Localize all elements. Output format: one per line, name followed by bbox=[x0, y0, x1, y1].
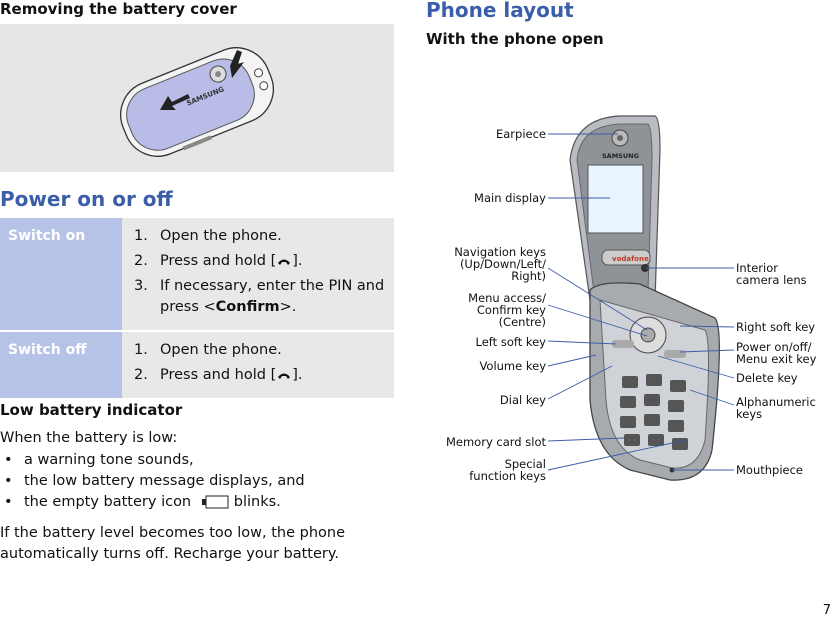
power-end-key-icon bbox=[278, 259, 291, 265]
label-alphanumeric-keys: Alphanumeric keys bbox=[736, 395, 816, 421]
page-number: 7 bbox=[822, 603, 831, 618]
switch-on-key: Switch on bbox=[0, 218, 122, 332]
empty-battery-icon bbox=[201, 495, 229, 509]
phone-brand-text: SAMSUNG bbox=[602, 152, 639, 160]
label-delete-key: Delete key bbox=[736, 371, 798, 385]
phone-layout-heading: Phone layout bbox=[426, 0, 574, 22]
label-dial-key: Dial key bbox=[499, 393, 546, 407]
list-item: 1.Open the phone. bbox=[134, 228, 282, 244]
low-battery-closing: If the battery level becomes too low, th… bbox=[0, 525, 345, 562]
label-earpiece: Earpiece bbox=[495, 127, 546, 141]
label-right-soft-key: Right soft key bbox=[736, 320, 816, 334]
label-memory-card-slot: Memory card slot bbox=[445, 435, 546, 449]
low-battery-intro: When the battery is low: bbox=[0, 430, 178, 446]
table-row: Switch on 1.Open the phone. 2.Press and … bbox=[0, 218, 394, 332]
list-item: 3.If necessary, enter the PIN and press … bbox=[134, 278, 385, 315]
list-item: 2.Press and hold []. bbox=[134, 367, 303, 383]
label-left-soft-key: Left soft key bbox=[475, 335, 546, 349]
table-row: Switch off 1.Open the phone. 2.Press and… bbox=[0, 331, 394, 400]
label-menu-access-key: Menu access/ Confirm key (Centre) bbox=[468, 291, 546, 329]
list-item: 1.Open the phone. bbox=[134, 342, 282, 358]
label-volume-key: Volume key bbox=[479, 359, 546, 373]
list-item: the empty battery icon blinks. bbox=[0, 492, 394, 513]
low-battery-heading: Low battery indicator bbox=[0, 401, 183, 419]
phone-diagram: SAMSUNG vodafone bbox=[426, 100, 839, 500]
list-item: the low battery message displays, and bbox=[0, 471, 394, 492]
power-heading: Power on or off bbox=[0, 187, 173, 211]
power-table: Switch on 1.Open the phone. 2.Press and … bbox=[0, 218, 394, 400]
label-interior-camera-lens: Interior camera lens bbox=[736, 261, 807, 287]
label-navigation-keys: Navigation keys (Up/Down/Left/ Right) bbox=[454, 245, 546, 283]
label-power-menu-exit-key: Power on/off/ Menu exit key bbox=[736, 340, 817, 366]
phone-open-subheading: With the phone open bbox=[426, 30, 604, 48]
power-end-key-icon bbox=[278, 373, 291, 379]
battery-cover-heading: Removing the battery cover bbox=[0, 0, 237, 18]
phone-operator-text: vodafone bbox=[612, 255, 649, 263]
list-item: a warning tone sounds, bbox=[0, 450, 394, 471]
label-main-display: Main display bbox=[474, 191, 546, 205]
list-item: 2.Press and hold []. bbox=[134, 253, 303, 269]
label-special-function-keys: Special function keys bbox=[469, 457, 546, 483]
switch-off-key: Switch off bbox=[0, 331, 122, 400]
label-mouthpiece: Mouthpiece bbox=[736, 463, 804, 477]
low-battery-list: a warning tone sounds, the low battery m… bbox=[0, 450, 394, 513]
battery-cover-illustration: SAMSUNG bbox=[0, 24, 394, 172]
